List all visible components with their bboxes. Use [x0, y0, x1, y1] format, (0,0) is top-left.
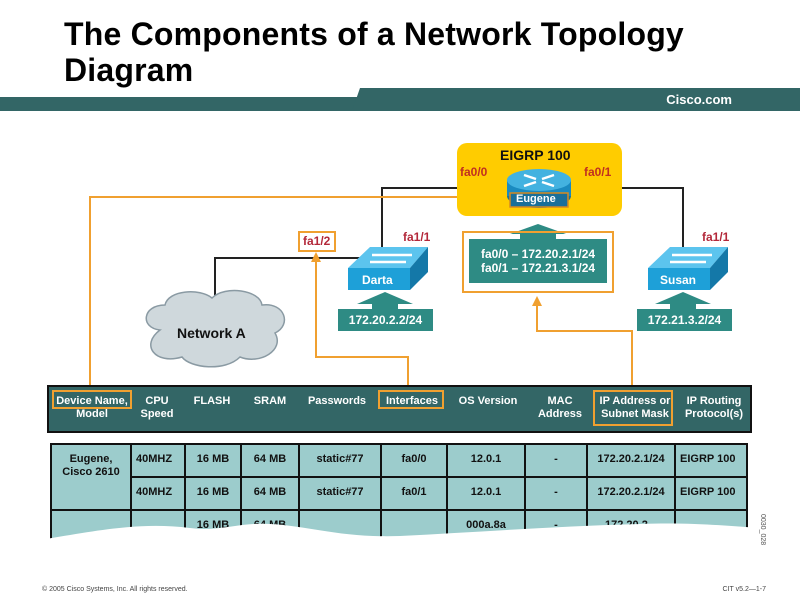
susan-ip-arrow-icon — [655, 292, 711, 304]
header-banner-tab — [352, 88, 800, 111]
header-sram: SRAM — [253, 395, 287, 407]
callout-ip-line — [536, 300, 633, 390]
cell-password: static#77 — [298, 476, 382, 511]
header-os-version: OS Version — [458, 395, 518, 407]
header-interfaces: Interfaces — [386, 395, 438, 407]
course-id: CIT v5.2—1-7 — [722, 586, 766, 593]
darta-ip: 172.20.2.2/24 — [348, 313, 423, 327]
cell-flash: 16 MB — [184, 443, 242, 478]
header-flash: FLASH — [193, 395, 231, 407]
cell-sram: 64 MB — [240, 443, 300, 478]
highlight-ip-address — [593, 390, 673, 426]
darta-port: fa1/1 — [403, 230, 431, 244]
cell-mac: - — [524, 443, 588, 478]
router-ip-box: fa0/0 – 172.20.2.1/24 fa0/1 – 172.21.3.1… — [469, 239, 607, 283]
arrow-to-fa12-icon — [311, 252, 321, 262]
cell-ip: 172.20.2.1/24 — [586, 476, 676, 511]
susan-name[interactable]: Susan — [660, 273, 697, 287]
switch-darta-icon — [348, 247, 428, 290]
cell-interface: fa0/1 — [380, 476, 448, 511]
switch-susan-icon — [648, 247, 728, 290]
figure-id: 0030_028 — [759, 514, 766, 546]
cell-routing: EIGRP 100 — [674, 443, 748, 478]
router-port-left: fa0/0 — [460, 165, 488, 179]
susan-ip: 172.21.3.2/24 — [647, 313, 722, 327]
cell-routing: EIGRP 100 — [674, 476, 748, 511]
cell-cpu: 40MHZ — [130, 476, 186, 511]
callout-device-name-line — [89, 196, 510, 393]
link-router-darta — [381, 187, 462, 247]
susan-port: fa1/1 — [702, 230, 730, 244]
darta-ip-arrow-icon — [357, 292, 413, 304]
callout-interfaces-line — [315, 256, 409, 390]
cell-sram: 64 MB — [240, 476, 300, 511]
darta-callout-port: fa1/2 — [303, 234, 331, 248]
fa12-callout — [298, 231, 336, 252]
darta-ip-box: 172.20.2.2/24 — [338, 309, 433, 331]
highlight-interfaces — [378, 390, 444, 409]
table-row: 40MHZ 16 MB 64 MB static#77 fa0/1 12.0.1… — [51, 476, 748, 511]
eigrp-label: EIGRP 100 — [500, 147, 571, 163]
slide-title: The Components of a Network Topology Dia… — [64, 16, 684, 88]
link-darta-network-a — [214, 257, 360, 302]
table-row: Eugene,Cisco 2610 40MHZ 16 MB 64 MB stat… — [50, 443, 748, 511]
susan-ip-box: 172.21.3.2/24 — [637, 309, 732, 331]
arrow-to-ip-box-icon — [532, 296, 542, 306]
cell-interface: fa0/0 — [380, 443, 448, 478]
torn-edge — [40, 523, 760, 556]
highlight-device-name — [52, 390, 132, 409]
network-a-label: Network A — [177, 325, 246, 341]
cell-password: static#77 — [298, 443, 382, 478]
cell-device: Eugene,Cisco 2610 — [50, 443, 132, 511]
network-cloud-icon — [145, 289, 286, 368]
router-ip-line-2: fa0/1 – 172.21.3.1/24 — [480, 261, 596, 275]
cell-cpu: 40MHZ — [130, 443, 186, 478]
cell-mac: - — [524, 476, 588, 511]
cell-os: 12.0.1 — [446, 476, 526, 511]
slide-title-line2: Diagram — [64, 52, 194, 88]
darta-name[interactable]: Darta — [362, 273, 393, 287]
cell-ip: 172.20.2.1/24 — [586, 443, 676, 478]
slide-title-line1: The Components of a Network Topology — [64, 16, 684, 52]
cell-os: 12.0.1 — [446, 443, 526, 478]
cell-flash: 16 MB — [184, 476, 242, 511]
header-device-name: Device Name,Model — [56, 395, 128, 420]
brand-link[interactable]: Cisco.com — [666, 92, 732, 107]
copyright: © 2005 Cisco Systems, Inc. All rights re… — [42, 586, 188, 593]
router-name[interactable]: Eugene — [516, 193, 556, 205]
header-passwords: Passwords — [307, 395, 367, 407]
link-router-susan — [620, 187, 684, 247]
router-port-right: fa0/1 — [584, 165, 612, 179]
router-ip-callout — [462, 231, 614, 293]
eugene-label-box — [509, 192, 569, 208]
router-ip-line-1: fa0/0 – 172.20.2.1/24 — [480, 247, 596, 261]
